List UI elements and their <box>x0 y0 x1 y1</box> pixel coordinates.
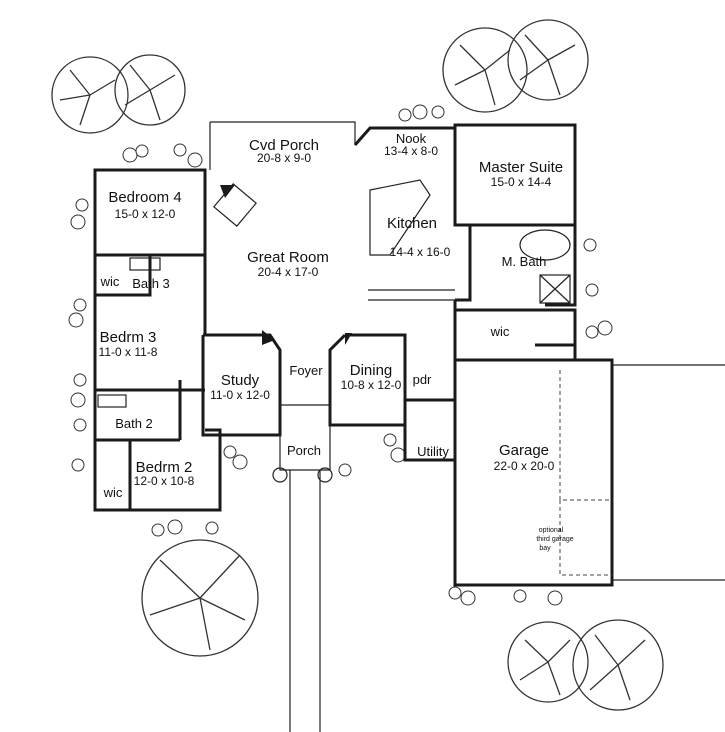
foyer-name: Foyer <box>289 363 323 378</box>
bedroom4-dims: 15-0 x 12-0 <box>115 207 176 221</box>
garage-dims: 22-0 x 20-0 <box>494 459 555 473</box>
landscaping <box>51 19 664 711</box>
garage-note-line3: bay <box>539 545 551 552</box>
garage-note-line1: optional <box>539 527 564 534</box>
pdr-name: pdr <box>413 372 432 387</box>
bedrm2-name: Bedrm 2 <box>136 459 193 476</box>
tree-bottom-right <box>507 619 664 711</box>
master-suite-name: Master Suite <box>479 159 563 176</box>
porch-name: Porch <box>287 443 321 458</box>
wic-top-name: wic <box>100 274 120 289</box>
dining-name: Dining <box>350 362 393 379</box>
great-room-dims: 20-4 x 17-0 <box>258 265 319 279</box>
utility-name: Utility <box>417 444 449 459</box>
garage-name: Garage <box>499 442 549 459</box>
tree-top-left <box>51 54 186 134</box>
kitchen-name: Kitchen <box>387 215 437 232</box>
walls <box>93 121 725 732</box>
bedroom4-name: Bedroom 4 <box>108 189 181 206</box>
kitchen-dims: 14-4 x 16-0 <box>390 245 451 259</box>
bath2-name: Bath 2 <box>115 416 153 431</box>
cvd-porch-name: Cvd Porch <box>249 137 319 154</box>
study-name: Study <box>221 372 260 389</box>
bedrm3-dims: 11-0 x 11-8 <box>99 345 158 359</box>
bedrm2-dims: 12-0 x 10-8 <box>134 474 195 488</box>
master-wic-name: wic <box>490 324 510 339</box>
wic-bottom-name: wic <box>103 485 123 500</box>
master-suite-dims: 15-0 x 14-4 <box>491 175 552 189</box>
m-bath-name: M. Bath <box>502 254 547 269</box>
dining-dims: 10-8 x 12-0 <box>341 378 402 392</box>
shrubs <box>68 104 613 606</box>
room-labels: Cvd Porch 20-8 x 9-0 Nook 13-4 x 8-0 Mas… <box>99 131 574 552</box>
garage-note-line2: third garage <box>536 536 573 543</box>
nook-dims: 13-4 x 8-0 <box>384 144 438 158</box>
tree-top-right <box>442 19 589 113</box>
bedrm3-name: Bedrm 3 <box>100 329 157 346</box>
bath3-name: Bath 3 <box>132 276 170 291</box>
tree-bottom-left <box>141 539 259 657</box>
fixtures <box>97 183 571 483</box>
study-dims: 11-0 x 12-0 <box>210 388 270 402</box>
cvd-porch-dims: 20-8 x 9-0 <box>257 151 311 165</box>
great-room-name: Great Room <box>247 249 329 266</box>
nook-name: Nook <box>396 131 427 146</box>
